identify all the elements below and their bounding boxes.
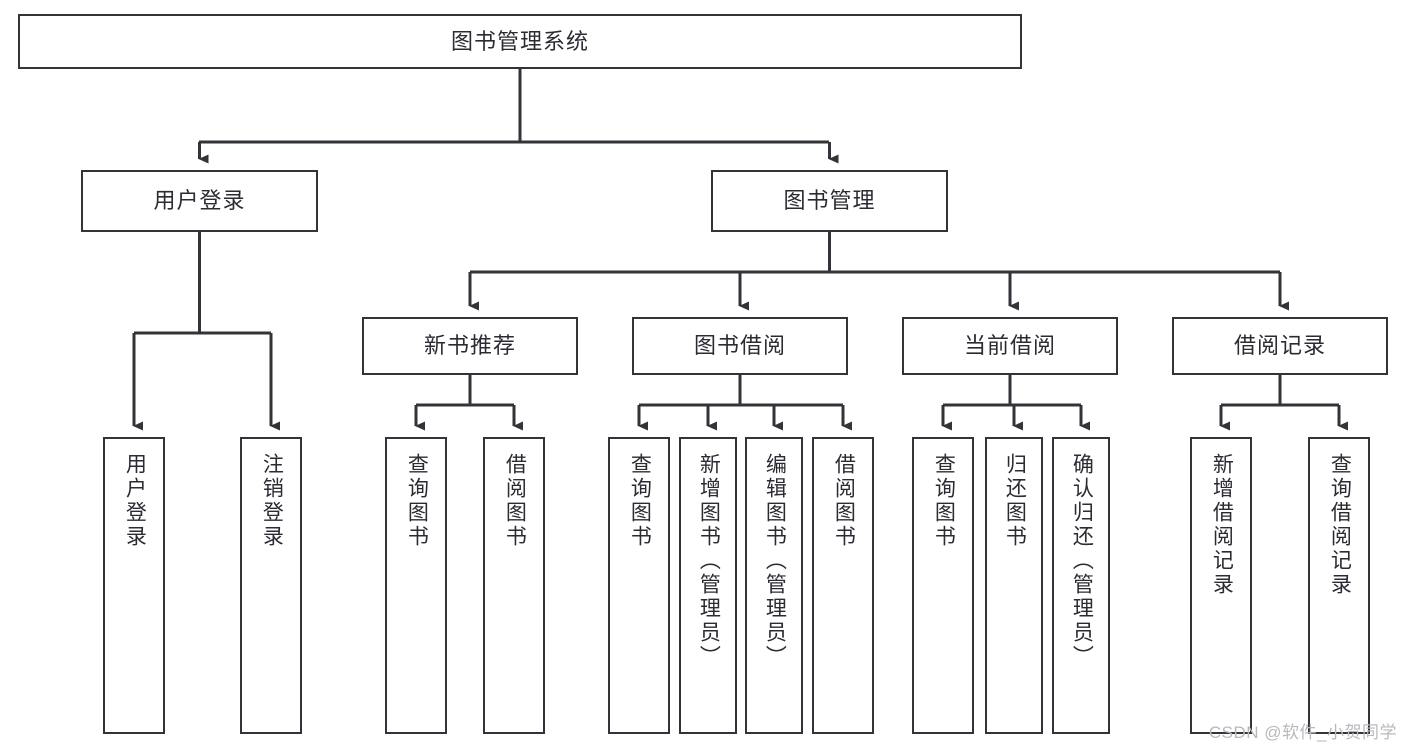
node-label: 图书管理系统 [450,28,589,54]
watermark: CSDN @软件_小贺同学 [1208,723,1397,742]
node-label: 新书推荐 [423,333,516,359]
node-label: 查询图书 [932,453,956,549]
node-login[interactable]: 用户登录 [81,170,318,232]
node-bookmgmt[interactable]: 图书管理 [711,170,948,232]
node-label: 图书管理 [783,188,876,214]
node-borrow[interactable]: 图书借阅 [632,317,848,375]
node-leaf-cu-confirm[interactable]: 确认归还（管理员） [1052,437,1110,734]
connector-layer [132,69,1348,431]
node-label: 编辑图书（管理员） [763,453,787,669]
node-leaf-bo-edit[interactable]: 编辑图书（管理员） [745,437,803,734]
node-label: 当前借阅 [963,333,1056,359]
node-label: 查询图书 [628,453,652,549]
node-leaf-bo-add[interactable]: 新增图书（管理员） [679,437,737,734]
node-label: 借阅图书 [503,453,527,549]
node-label: 查询图书 [405,453,429,549]
node-leaf-rc-add[interactable]: 新增借阅记录 [1190,437,1252,734]
node-root[interactable]: 图书管理系统 [18,14,1022,69]
node-label: 查询借阅记录 [1328,453,1352,597]
node-records[interactable]: 借阅记录 [1172,317,1388,375]
node-label: 新增图书（管理员） [697,453,721,669]
node-label: 借阅记录 [1233,333,1326,359]
node-label: 归还图书 [1003,453,1027,549]
node-leaf-rc-query[interactable]: 查询借阅记录 [1308,437,1370,734]
node-current[interactable]: 当前借阅 [902,317,1118,375]
node-leaf-bo-query[interactable]: 查询图书 [608,437,670,734]
node-leaf-cu-return[interactable]: 归还图书 [985,437,1043,734]
node-leaf-user-login[interactable]: 用户登录 [103,437,165,734]
node-label: 用户登录 [153,188,246,214]
node-label: 图书借阅 [693,333,786,359]
node-label: 注销登录 [260,453,284,549]
node-leaf-user-logout[interactable]: 注销登录 [240,437,302,734]
node-label: 确认归还（管理员） [1070,453,1094,669]
node-label: 新增借阅记录 [1210,453,1234,597]
node-leaf-bo-borrow[interactable]: 借阅图书 [812,437,874,734]
node-label: 借阅图书 [832,453,856,549]
node-label: 用户登录 [123,453,147,549]
node-leaf-nb-query[interactable]: 查询图书 [385,437,447,734]
node-newbook[interactable]: 新书推荐 [362,317,578,375]
node-leaf-cu-query[interactable]: 查询图书 [912,437,974,734]
node-leaf-nb-borrow[interactable]: 借阅图书 [483,437,545,734]
